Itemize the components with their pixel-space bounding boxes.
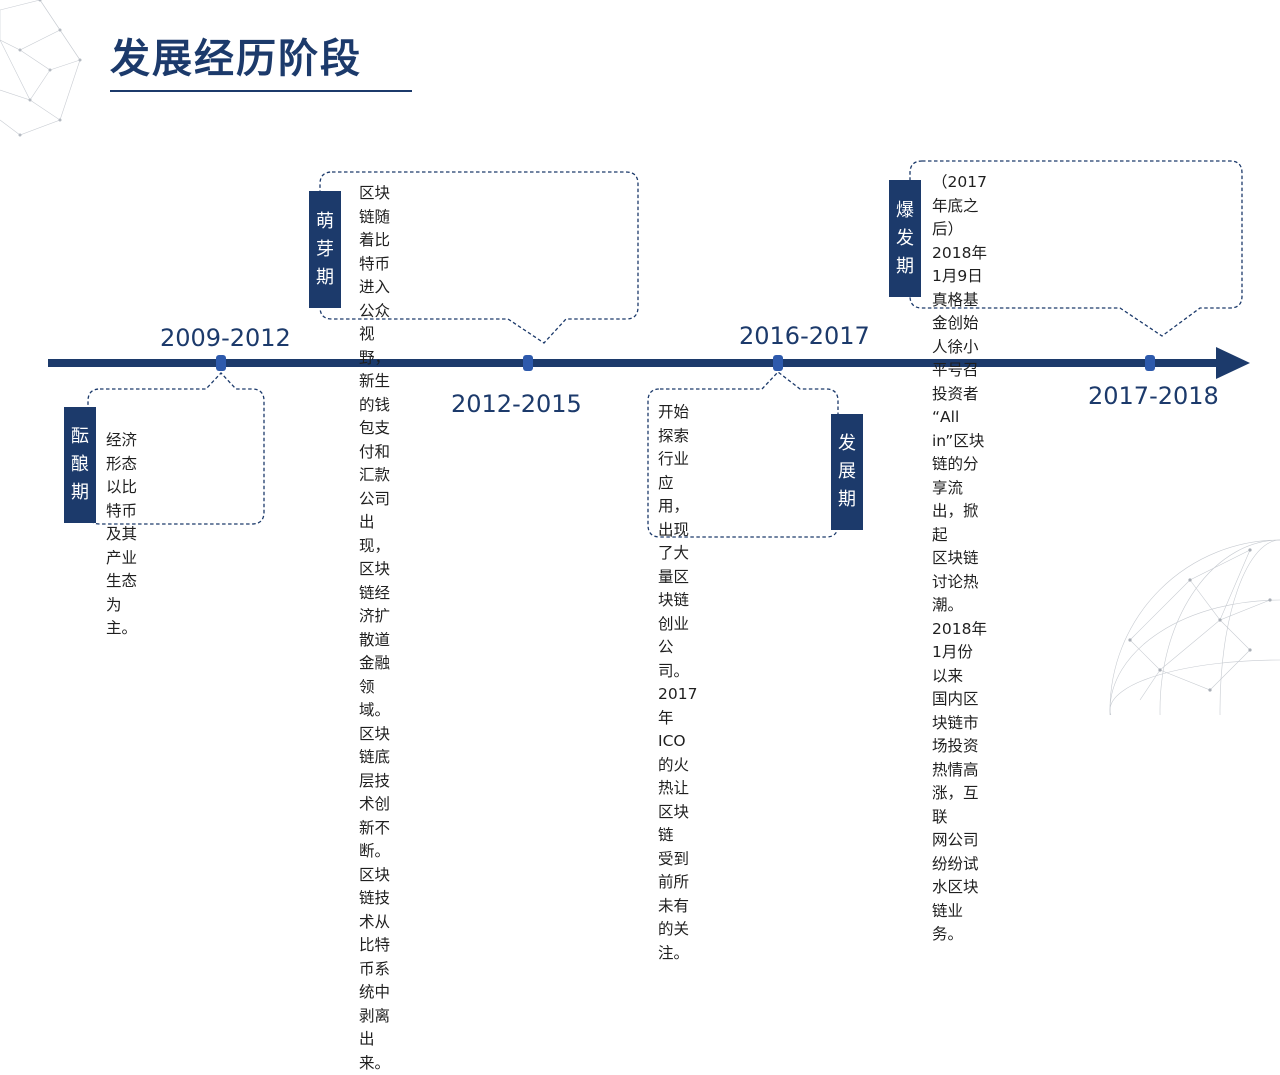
timeline-arrow	[48, 347, 1250, 379]
timeline-dot-2009	[216, 355, 226, 371]
stage-tag-brewing: 酝酿期	[64, 407, 96, 523]
timeline-dot-2017	[1145, 355, 1155, 371]
timeline-dot-2016	[773, 355, 783, 371]
stage-card-developing-outline	[647, 371, 839, 538]
stage-card-brewing-outline	[87, 372, 265, 525]
stage-card-explosion-outline	[909, 160, 1243, 337]
period-label-4: 2017-2018	[1088, 382, 1219, 410]
period-label-2: 2012-2015	[451, 390, 582, 418]
stage-desc-brewing: 经济形态以比特币 及其产业生态为 主。	[106, 431, 138, 637]
stage-tag-explosion: 爆发期	[889, 180, 921, 297]
page-title: 发展经历阶段	[110, 36, 362, 82]
timeline-dot-2012	[523, 355, 533, 371]
title-underline	[110, 90, 412, 92]
stage-tag-sprouting: 萌芽期	[309, 191, 341, 308]
stage-desc-explosion: （2017年底之后）2018年1月9日 真格基金创始人徐小平号召投资者 “All…	[932, 173, 987, 943]
period-label-3: 2016-2017	[739, 322, 870, 350]
period-label-1: 2009-2012	[160, 324, 291, 352]
stage-tag-developing: 发展期	[831, 414, 863, 530]
stage-card-sprouting-outline	[319, 171, 639, 344]
